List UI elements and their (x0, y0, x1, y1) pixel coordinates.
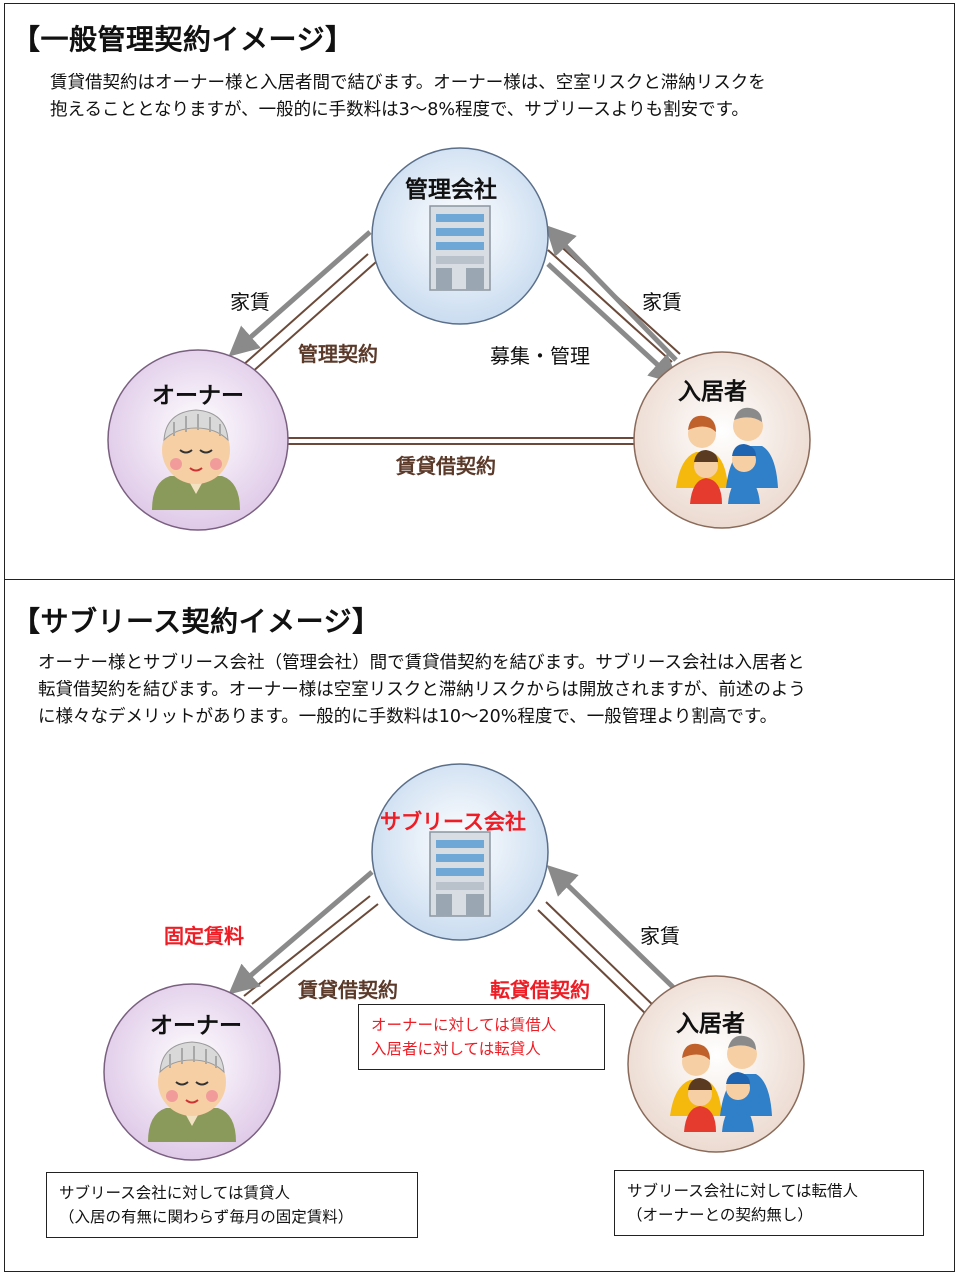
center-note-box: オーナーに対しては賃借人 入居者に対しては転貸人 (358, 1004, 605, 1070)
tenant-note-line: サブリース会社に対しては転借人 (627, 1182, 858, 1200)
owner-note-line: （入居の有無に関わらず毎月の固定賃料） (59, 1208, 354, 1226)
management-contract-line (241, 253, 377, 375)
sublease-contract-line (537, 901, 657, 1017)
lease-contract-line-1 (288, 437, 634, 445)
rent-label-right-2: 家賃 (640, 924, 680, 948)
section2-description-line: オーナー様とサブリース会社（管理会社）間で賃貸借契約を結びます。サブリース会社は… (38, 653, 805, 673)
fixed-rent-label: 固定賃料 (164, 924, 244, 948)
rent-arrow-to-company-1 (545, 224, 678, 362)
section1-description-line: 賃貸借契約はオーナー様と入居者間で結びます。オーナー様は、空室リスクと滞納リスク… (50, 73, 766, 93)
owner-label-1: オーナー (152, 383, 244, 409)
center-note-line: オーナーに対しては賃借人 (371, 1016, 557, 1034)
tenant-note-box: サブリース会社に対しては転借人 （オーナーとの契約無し） (614, 1170, 924, 1236)
company-label-2: サブリース会社 (380, 810, 526, 834)
section1-description-line: 抱えることとなりますが、一般的に手数料は3～8%程度で、サブリースよりも割安です… (50, 100, 749, 120)
lease-contract-label-1: 賃貸借契約 (396, 454, 496, 478)
tenant-node-2 (627, 975, 805, 1153)
tenant-label-2: 入居者 (676, 1011, 745, 1037)
rent-arrow-to-company-2 (546, 865, 678, 992)
center-note-line: 入居者に対しては転貸人 (371, 1040, 541, 1058)
rent-arrow-to-owner-1 (228, 230, 372, 357)
owner-note-line: サブリース会社に対しては賃貸人 (59, 1184, 290, 1202)
lease-contract-label-2: 賃貸借契約 (298, 978, 398, 1002)
tenant-label-1: 入居者 (678, 379, 747, 405)
rent-label-left-1: 家賃 (230, 290, 270, 314)
rent-label-right-1: 家賃 (642, 290, 682, 314)
section1-description: 賃貸借契約はオーナー様と入居者間で結びます。オーナー様は、空室リスクと滞納リスク… (50, 70, 766, 124)
company-label-1: 管理会社 (405, 177, 497, 203)
section2-description-line: に様々なデメリットがあります。一般的に手数料は10～20%程度で、一般管理より割… (38, 707, 778, 727)
management-contract-label: 管理契約 (298, 342, 378, 366)
owner-note-box: サブリース会社に対しては賃貸人 （入居の有無に関わらず毎月の固定賃料） (46, 1172, 418, 1238)
fixed-rent-arrow (228, 870, 374, 995)
tenant-note-line: （オーナーとの契約無し） (627, 1206, 813, 1224)
section2-title: 【サブリース契約イメージ】 (12, 605, 381, 638)
recruit-manage-arrow (546, 262, 680, 385)
owner-label-2: オーナー (150, 1013, 242, 1039)
section1-title: 【一般管理契約イメージ】 (12, 23, 354, 56)
recruit-manage-label: 募集・管理 (490, 344, 590, 368)
sublease-contract-label: 転貸借契約 (490, 978, 590, 1002)
section2-description: オーナー様とサブリース会社（管理会社）間で賃貸借契約を結びます。サブリース会社は… (38, 650, 806, 731)
section2-description-line: 転貸借契約を結びます。オーナー様は空室リスクと滞納リスクからは開放されますが、前… (38, 680, 806, 700)
lease-contract-line-2 (243, 895, 379, 1005)
